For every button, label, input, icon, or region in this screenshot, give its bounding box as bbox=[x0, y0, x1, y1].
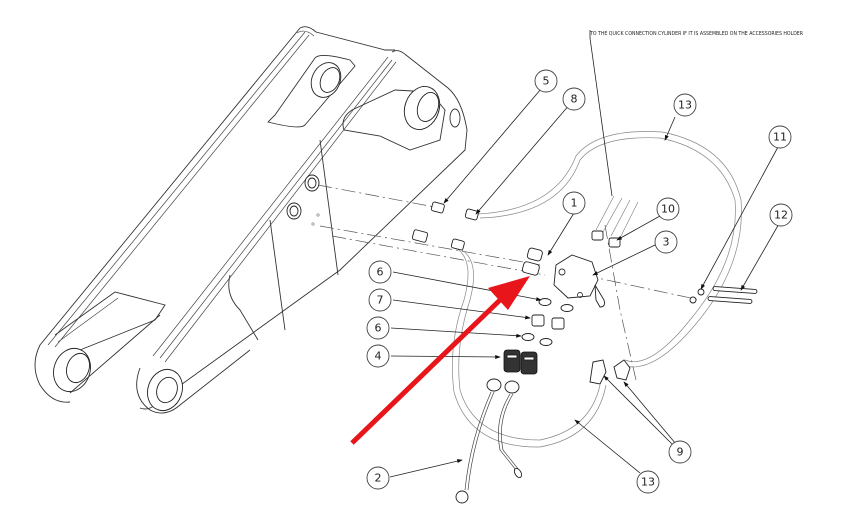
callout-7: 7 bbox=[368, 288, 392, 312]
svg-text:4: 4 bbox=[375, 350, 382, 363]
valve-part-3 bbox=[553, 254, 605, 308]
svg-text:5: 5 bbox=[543, 75, 550, 88]
assembly-axes bbox=[317, 184, 701, 381]
callout-2: 2 bbox=[366, 466, 390, 490]
svg-text:13: 13 bbox=[641, 476, 655, 489]
svg-text:7: 7 bbox=[377, 294, 384, 307]
leader-lines bbox=[389, 88, 781, 478]
hose-13 bbox=[452, 131, 742, 448]
red-highlight-arrow bbox=[350, 276, 530, 445]
callout-9: 9 bbox=[668, 440, 692, 464]
callout-1: 1 bbox=[562, 191, 586, 215]
loader-arm bbox=[34, 26, 468, 414]
svg-text:8: 8 bbox=[571, 93, 578, 106]
svg-text:13: 13 bbox=[678, 99, 692, 112]
callout-12: 12 bbox=[769, 203, 793, 227]
callout-5: 5 bbox=[534, 69, 558, 93]
svg-text:9: 9 bbox=[677, 446, 684, 459]
elbow-fittings-part-9 bbox=[589, 359, 631, 385]
dust-caps-part-2 bbox=[455, 378, 523, 504]
callout-6-upper: 6 bbox=[368, 260, 392, 284]
callout-13-top: 13 bbox=[673, 93, 697, 117]
note-text: TO THE QUICK CONNECTION CYLINDER IF IT I… bbox=[589, 31, 804, 37]
callout-6-lower: 6 bbox=[366, 316, 390, 340]
callout-3: 3 bbox=[654, 230, 678, 254]
svg-text:6: 6 bbox=[377, 266, 384, 279]
svg-text:12: 12 bbox=[774, 209, 788, 222]
callout-8: 8 bbox=[562, 87, 586, 111]
svg-text:2: 2 bbox=[375, 472, 382, 485]
svg-text:3: 3 bbox=[663, 236, 670, 249]
svg-text:6: 6 bbox=[375, 322, 382, 335]
callout-11: 11 bbox=[768, 125, 792, 149]
callout-13-bottom: 13 bbox=[636, 470, 660, 494]
fittings-part-10 bbox=[591, 195, 639, 248]
callout-10: 10 bbox=[656, 197, 680, 221]
adapter-part-1 bbox=[521, 247, 543, 276]
seals-and-couplers bbox=[503, 298, 574, 375]
svg-text:1: 1 bbox=[571, 197, 578, 210]
note-annotation: TO THE QUICK CONNECTION CYLINDER IF IT I… bbox=[589, 30, 804, 197]
svg-text:10: 10 bbox=[661, 203, 675, 216]
callout-4: 4 bbox=[366, 344, 390, 368]
bolts-and-washers bbox=[689, 286, 758, 304]
svg-text:11: 11 bbox=[773, 131, 787, 144]
fittings-upper bbox=[411, 201, 479, 251]
